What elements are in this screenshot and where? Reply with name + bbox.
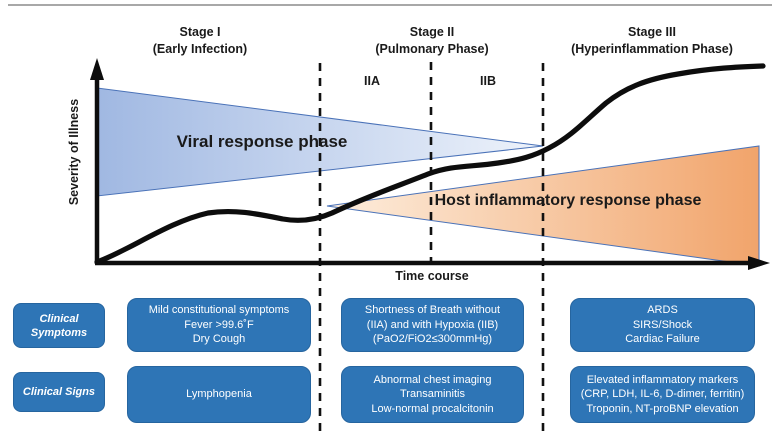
x-axis-label: Time course bbox=[395, 269, 469, 283]
signs-stage3-box: Elevated inflammatory markers (CRP, LDH,… bbox=[570, 366, 755, 423]
cell-line: SIRS/Shock bbox=[632, 318, 693, 331]
stage2-subtitle: (Pulmonary Phase) bbox=[375, 42, 489, 56]
top-divider-line bbox=[8, 4, 772, 6]
clinical-symptoms-row-label: Clinical Symptoms bbox=[13, 303, 105, 348]
host-phase-label: Host inflammatory response phase bbox=[434, 192, 702, 209]
cell-line: Abnormal chest imaging bbox=[373, 373, 492, 386]
y-axis-label: Severity of Illness bbox=[67, 98, 81, 206]
stage1-header: Stage I (Early Infection) bbox=[100, 24, 300, 58]
cell-line: Transaminitis bbox=[400, 388, 465, 401]
cell-line: Fever >99.6˚F bbox=[184, 318, 254, 331]
clinical-signs-row-label: Clinical Signs bbox=[13, 372, 105, 412]
cell-line: Cardiac Failure bbox=[625, 333, 700, 346]
x-axis-arrowhead bbox=[748, 256, 770, 270]
substage-iib-label: IIB bbox=[480, 74, 496, 88]
symptoms-stage2-box: Shortness of Breath without (IIA) and wi… bbox=[341, 298, 524, 352]
cell-line: Lymphopenia bbox=[186, 388, 252, 401]
cell-line: (CRP, LDH, IL-6, D-dimer, ferritin) bbox=[580, 388, 745, 401]
symptoms-stage1-box: Mild constitutional symptoms Fever >99.6… bbox=[127, 298, 311, 352]
stage1-subtitle: (Early Infection) bbox=[152, 42, 248, 56]
symptoms-stage3-box: ARDS SIRS/Shock Cardiac Failure bbox=[570, 298, 755, 352]
stage1-title: Stage I bbox=[179, 25, 221, 39]
signs-stage2-box: Abnormal chest imaging Transaminitis Low… bbox=[341, 366, 524, 423]
stage3-header: Stage III (Hyperinflammation Phase) bbox=[542, 24, 762, 58]
cell-line: (IIA) and with Hypoxia (IIB) bbox=[366, 318, 499, 331]
cell-line: Mild constitutional symptoms bbox=[148, 304, 290, 317]
stage3-title: Stage III bbox=[628, 25, 676, 39]
cell-line: Shortness of Breath without bbox=[364, 304, 501, 317]
cell-line: Low-normal procalcitonin bbox=[371, 402, 494, 415]
stage2-title: Stage II bbox=[409, 25, 455, 39]
cell-line: ARDS bbox=[647, 304, 678, 317]
cell-line: (PaO2/FiO2≤300mmHg) bbox=[372, 333, 493, 346]
y-axis-arrowhead bbox=[90, 58, 104, 80]
signs-stage1-box: Lymphopenia bbox=[127, 366, 311, 423]
severity-curve bbox=[94, 63, 766, 265]
cell-line: Dry Cough bbox=[192, 333, 246, 346]
substage-iia-label: IIA bbox=[364, 74, 380, 88]
viral-phase-label: Viral response phase bbox=[176, 132, 348, 151]
cell-line: Troponin, NT-proBNP elevation bbox=[586, 402, 739, 415]
stage2-header: Stage II (Pulmonary Phase) bbox=[332, 24, 532, 58]
stage3-subtitle: (Hyperinflammation Phase) bbox=[571, 42, 733, 56]
cell-line: Elevated inflammatory markers bbox=[586, 373, 739, 386]
